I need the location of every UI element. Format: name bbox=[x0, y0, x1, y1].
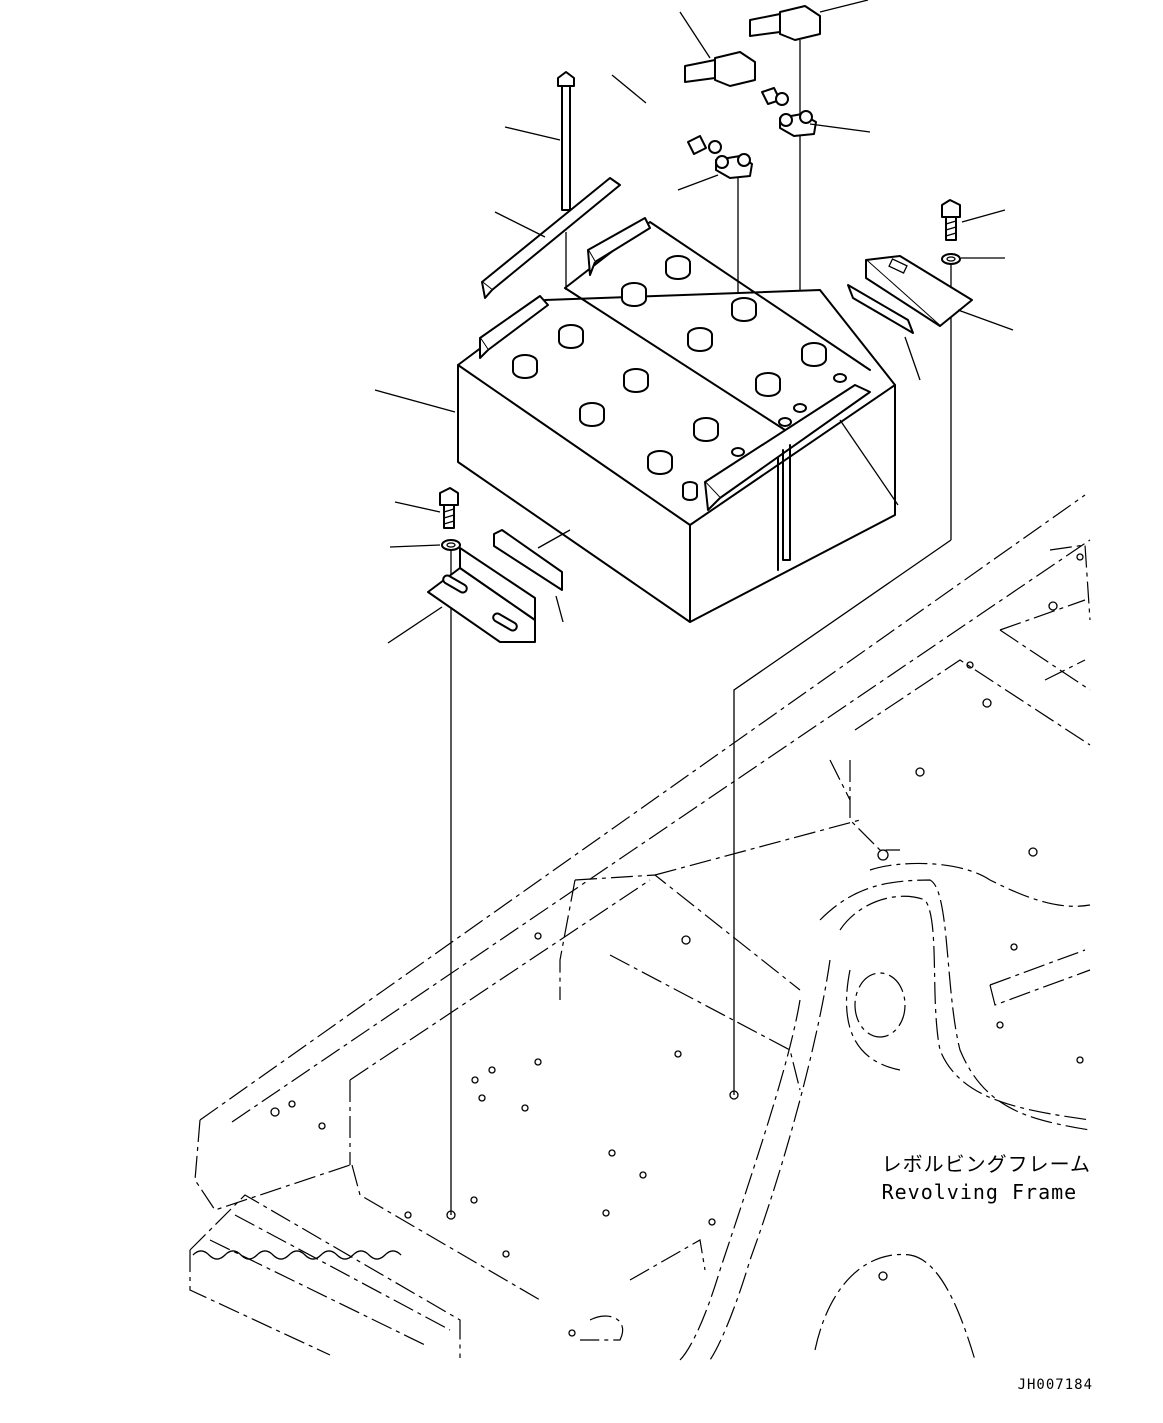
terminal-posts bbox=[682, 373, 847, 501]
leader-lines bbox=[374, 0, 1014, 644]
pad-strip bbox=[847, 284, 914, 334]
washer-right bbox=[941, 253, 961, 265]
bolt-left bbox=[439, 487, 459, 529]
revolving-frame bbox=[189, 494, 1091, 1361]
battery-caps bbox=[512, 255, 827, 475]
terminal-cover-1 bbox=[684, 51, 756, 87]
battery-assembly bbox=[457, 217, 896, 623]
washer-left bbox=[441, 539, 461, 551]
battery-cable bbox=[626, 87, 789, 155]
bracket-left bbox=[427, 547, 536, 643]
top-clamp-bar bbox=[481, 177, 621, 299]
terminal-cover-2 bbox=[749, 5, 821, 41]
revolving-frame-label-jp: レボルビングフレーム bbox=[881, 1152, 1091, 1176]
revolving-frame-label: レボルビングフレーム Revolving Frame bbox=[882, 1150, 1091, 1206]
pad-left bbox=[493, 529, 563, 591]
revolving-frame-label-en: Revolving Frame bbox=[881, 1180, 1078, 1204]
bracket-right bbox=[865, 255, 973, 327]
frame-holes bbox=[270, 553, 1084, 1337]
terminal-clamp-right bbox=[779, 110, 817, 137]
drawing-id: JH007184 bbox=[1017, 1377, 1093, 1393]
clamp-rod bbox=[557, 71, 575, 211]
bolt-right bbox=[941, 199, 961, 241]
terminal-clamp-left bbox=[715, 153, 753, 179]
